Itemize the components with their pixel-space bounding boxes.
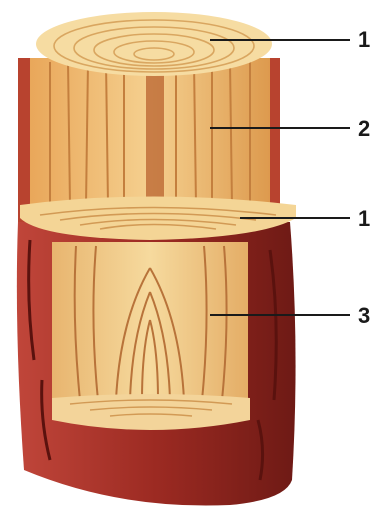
cross-section-top xyxy=(36,12,272,76)
callout-3: 3 xyxy=(358,303,370,328)
callout-1-top: 1 xyxy=(358,27,370,52)
callout-1-middle: 1 xyxy=(358,206,370,231)
tangential-section xyxy=(52,242,250,430)
callout-2: 2 xyxy=(358,116,370,141)
